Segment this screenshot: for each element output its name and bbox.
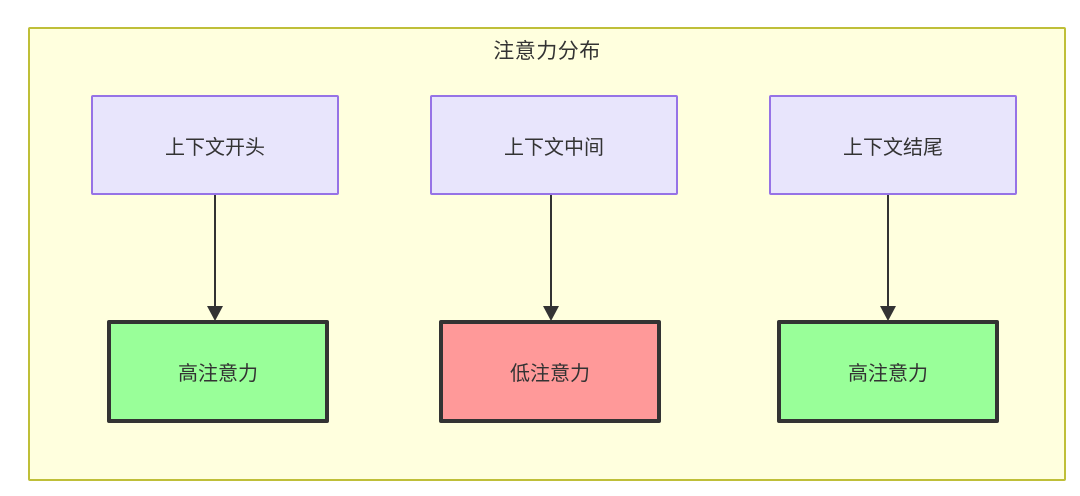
edge-context-middle-to-attention-middle [543, 195, 559, 321]
node-attention-end[interactable]: 高注意力 [777, 320, 999, 423]
node-attention-middle[interactable]: 低注意力 [439, 320, 661, 423]
arrow-down-icon [880, 306, 896, 321]
diagram-title: 注意力分布 [493, 40, 601, 63]
edge-context-end-to-attention-end [880, 195, 896, 321]
node-context-middle[interactable]: 上下文中间 [430, 95, 678, 195]
arrow-down-icon [207, 306, 223, 321]
arrow-down-icon [543, 306, 559, 321]
node-attention-middle-label: 低注意力 [510, 363, 590, 385]
node-attention-start-label: 高注意力 [178, 363, 258, 385]
diagram-subgraph-container: 注意力分布 上下文开头 上下文中间 上下文结尾 [28, 27, 1066, 481]
node-context-start-label: 上下文开头 [165, 136, 265, 159]
node-context-end[interactable]: 上下文结尾 [769, 95, 1017, 195]
edge-context-start-to-attention-start [207, 195, 223, 321]
node-context-end-label: 上下文结尾 [843, 136, 943, 159]
node-context-middle-label: 上下文中间 [504, 136, 604, 159]
node-context-start[interactable]: 上下文开头 [91, 95, 339, 195]
node-attention-start[interactable]: 高注意力 [107, 320, 329, 423]
node-attention-end-label: 高注意力 [848, 363, 928, 385]
